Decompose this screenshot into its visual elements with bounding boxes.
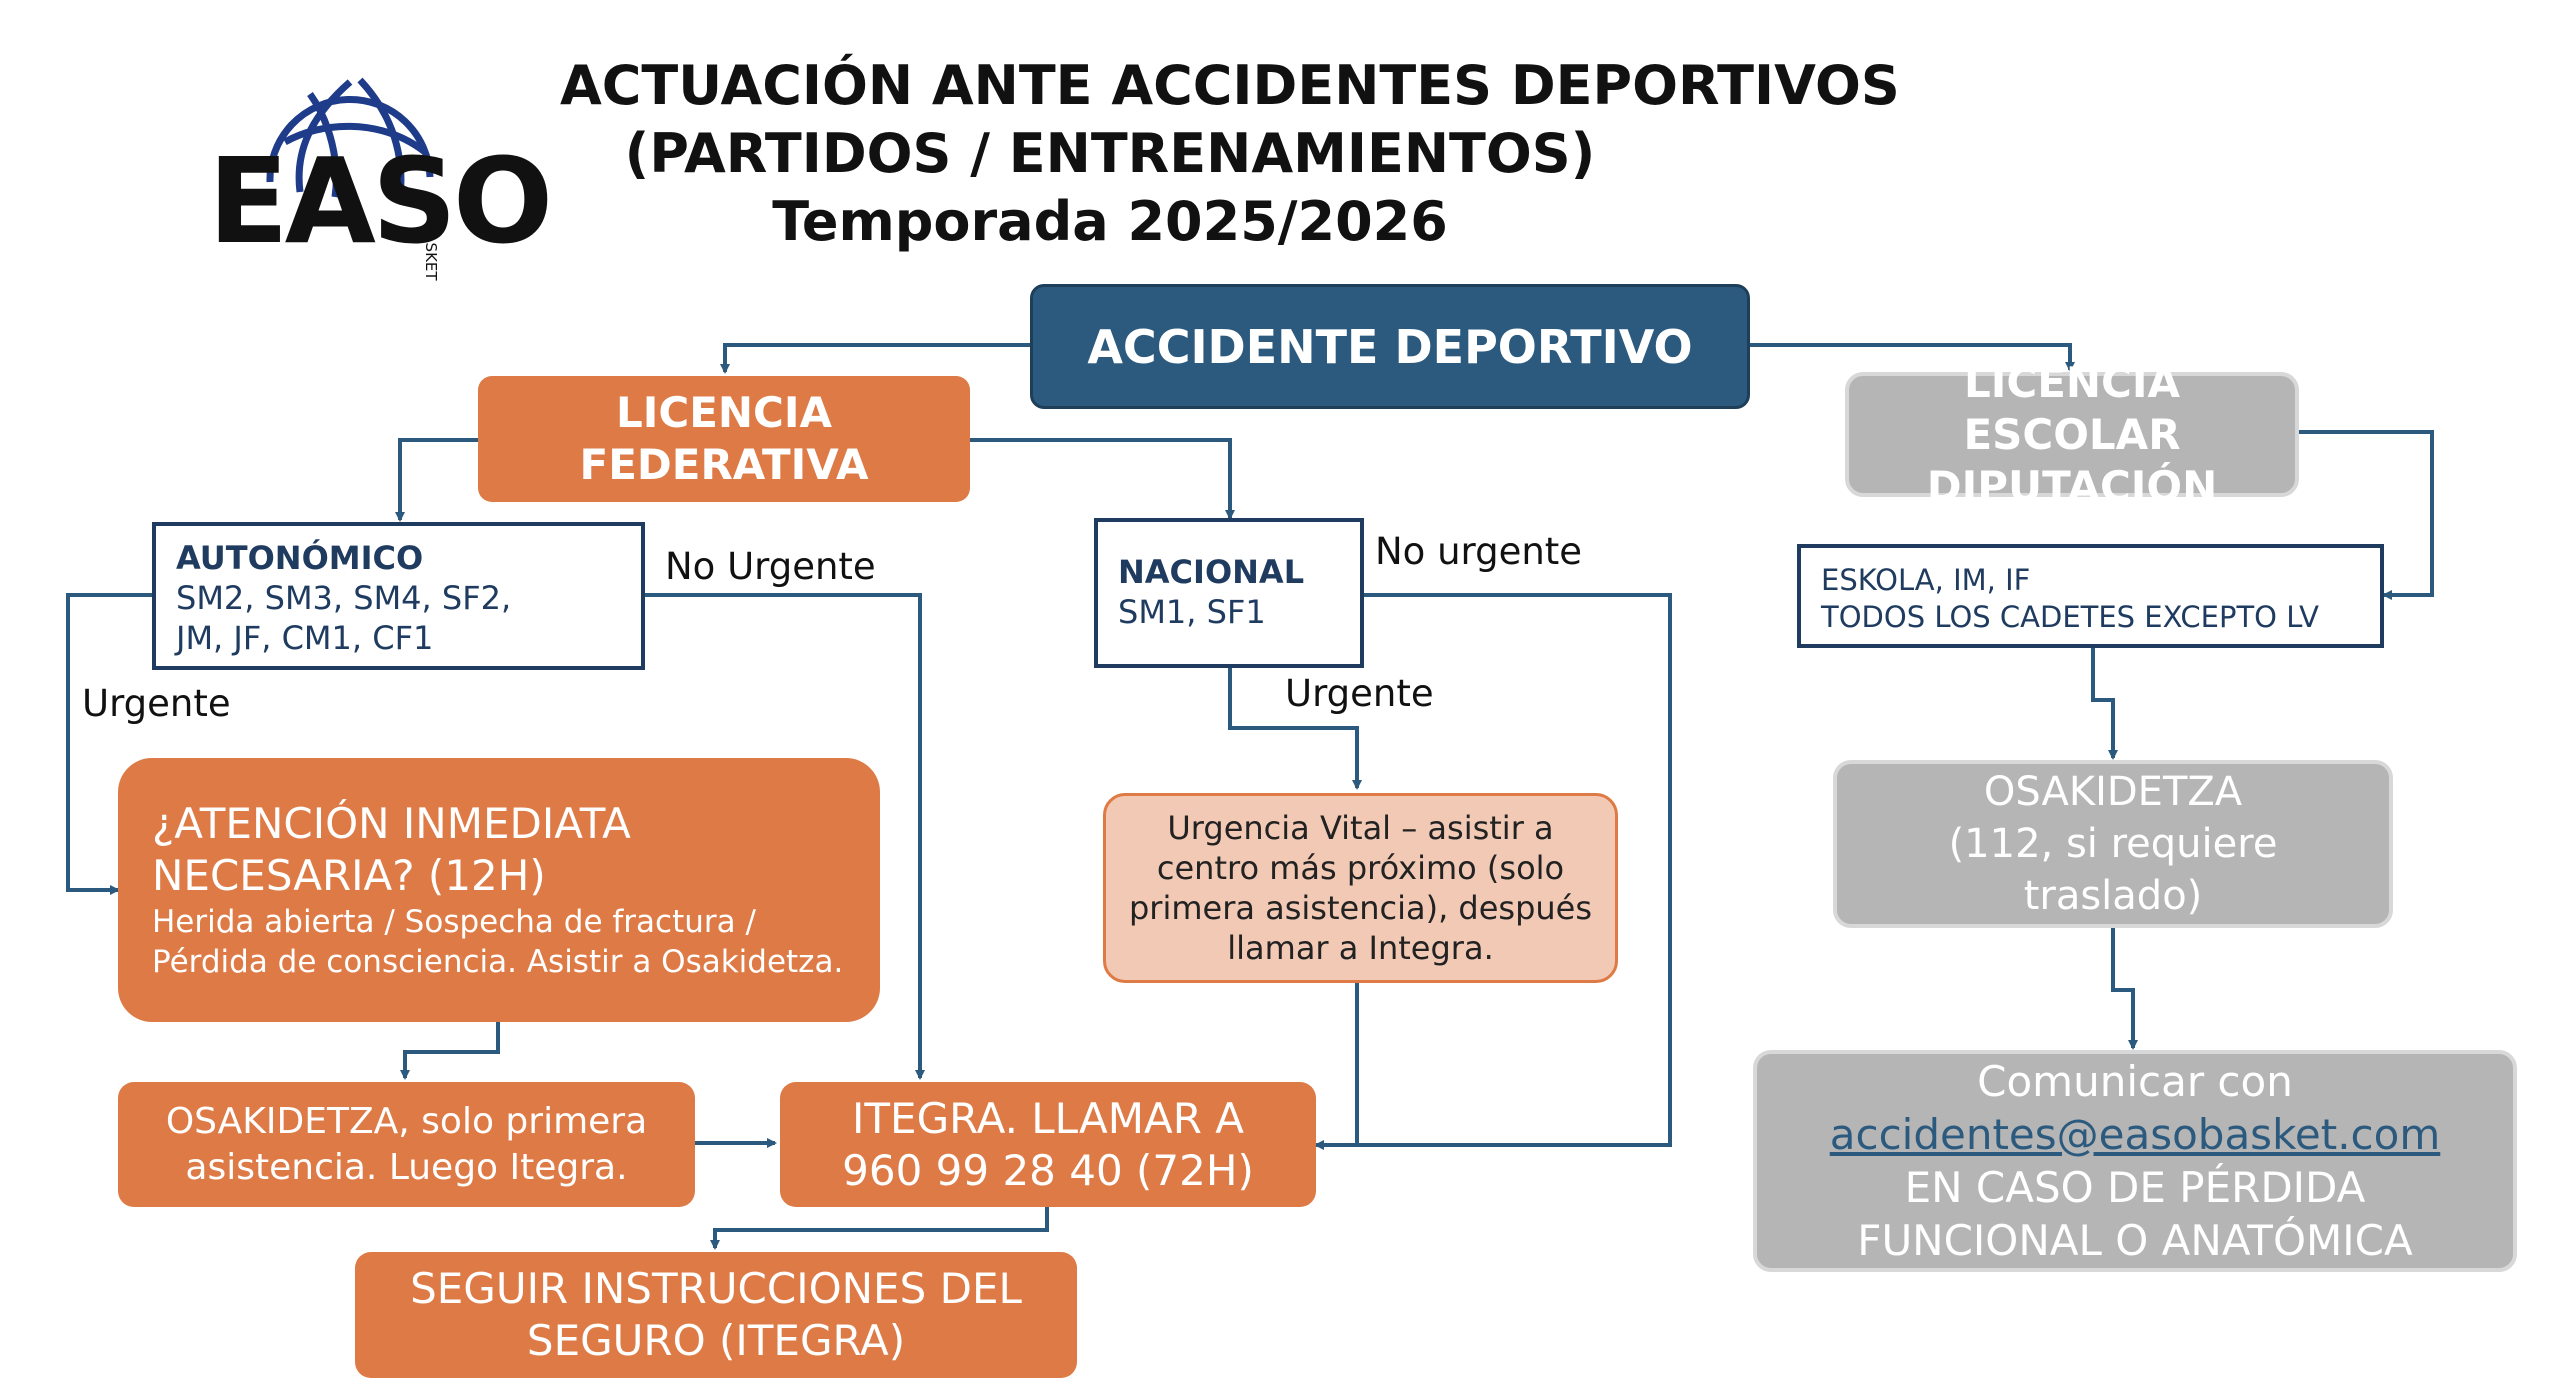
itegra-line2: 960 99 28 40 (72H) bbox=[842, 1145, 1254, 1195]
osakidetza-escolar-line1: OSAKIDETZA bbox=[1983, 769, 2243, 815]
arrow-escolar-eskola bbox=[2298, 430, 2434, 600]
autonomico-line1: SM2, SM3, SM4, SF2, bbox=[176, 579, 512, 617]
arrow-accidente-escolar bbox=[1750, 343, 2075, 372]
licencia-escolar-node: LICENCIA ESCOLAR DIPUTACIÓN bbox=[1845, 358, 2299, 511]
itegra-line1: ITEGRA. LLAMAR A bbox=[851, 1093, 1245, 1143]
basketball-icon bbox=[266, 77, 434, 198]
licencia-federativa-node: LICENCIA FEDERATIVA bbox=[478, 376, 970, 502]
comunicar-line3: EN CASO DE PÉRDIDA bbox=[1904, 1163, 2366, 1212]
autonomico-node: AUTONÓMICO SM2, SM3, SM4, SF2, JM, JF, C… bbox=[152, 522, 645, 670]
osakidetza-escolar-node: OSAKIDETZA (112, si requiere traslado) bbox=[1833, 760, 2393, 928]
osakidetza-escolar-line3: traslado) bbox=[2023, 873, 2203, 919]
arrow-urgencia-itegra bbox=[1316, 983, 1359, 1147]
osakidetza-federativa-node: OSAKIDETZA, solo primera asistencia. Lue… bbox=[118, 1082, 695, 1207]
comunicar-line4: FUNCIONAL O ANATÓMICA bbox=[1857, 1216, 2413, 1265]
eskola-line2: TODOS LOS CADETES EXCEPTO LV bbox=[1821, 600, 2320, 634]
eskola-line1: ESKOLA, IM, IF bbox=[1821, 563, 2031, 597]
no-urgente-label-nacional: No urgente bbox=[1375, 530, 1583, 573]
arrow-autonomico-itegra bbox=[645, 593, 925, 1080]
atencion-line1: ¿ATENCIÓN INMEDIATA bbox=[152, 799, 631, 848]
arrow-federativa-nacional bbox=[970, 438, 1235, 520]
comunicar-email-link[interactable]: accidentes@easobasket.com bbox=[1829, 1110, 2441, 1159]
arrow-atencion-osakidetza bbox=[400, 1022, 500, 1080]
arrow-federativa-autonomico bbox=[395, 438, 478, 522]
urgencia-line3: primera asistencia), después bbox=[1128, 889, 1593, 927]
osakidetza-federativa-line2: asistencia. Luego Itegra. bbox=[185, 1146, 628, 1188]
urgencia-line1: Urgencia Vital – asistir a bbox=[1167, 809, 1554, 847]
arrow-eskola-osakidetza bbox=[2091, 648, 2118, 760]
licencia-escolar-line1: LICENCIA ESCOLAR bbox=[1963, 357, 2181, 459]
licencia-federativa-line2: FEDERATIVA bbox=[579, 440, 869, 489]
urgencia-line4: llamar a Integra. bbox=[1227, 929, 1494, 967]
itegra-node: ITEGRA. LLAMAR A 960 99 28 40 (72H) bbox=[780, 1082, 1316, 1207]
arrow-nacional-urgencia bbox=[1228, 668, 1362, 790]
urgente-label-nacional: Urgente bbox=[1285, 672, 1434, 715]
licencia-escolar-line2: DIPUTACIÓN bbox=[1926, 461, 2218, 511]
title-line-2: (PARTIDOS / ENTRENAMIENTOS) bbox=[624, 122, 1596, 185]
logo-text: EASO bbox=[208, 132, 553, 270]
nacional-node: NACIONAL SM1, SF1 bbox=[1094, 518, 1364, 668]
no-urgente-label-autonomico: No Urgente bbox=[665, 545, 876, 588]
arrow-osakidetza-comunicar bbox=[2111, 928, 2138, 1050]
seguir-line2: SEGURO (ITEGRA) bbox=[526, 1316, 906, 1365]
autonomico-line2: JM, JF, CM1, CF1 bbox=[176, 619, 434, 657]
atencion-line2: NECESARIA? (12H) bbox=[152, 851, 546, 900]
licencia-federativa-line1: LICENCIA bbox=[615, 388, 832, 437]
urgencia-vital-node: Urgencia Vital – asistir a centro más pr… bbox=[1103, 793, 1618, 983]
accidente-deportivo-label: ACCIDENTE DEPORTIVO bbox=[1087, 319, 1693, 374]
osakidetza-escolar-line2: (112, si requiere bbox=[1948, 821, 2278, 867]
arrow-nacional-itegra bbox=[1314, 593, 1672, 1150]
accidente-deportivo-node: ACCIDENTE DEPORTIVO bbox=[1030, 284, 1750, 409]
comunicar-line1: Comunicar con bbox=[1977, 1057, 2293, 1106]
urgente-label-autonomico: Urgente bbox=[82, 682, 231, 725]
eskola-node: ESKOLA, IM, IF TODOS LOS CADETES EXCEPTO… bbox=[1797, 544, 2384, 648]
comunicar-node: Comunicar con accidentes@easobasket.com … bbox=[1753, 1050, 2517, 1272]
arrow-accidente-federativa bbox=[720, 343, 1030, 374]
atencion-inmediata-node: ¿ATENCIÓN INMEDIATA NECESARIA? (12H) Her… bbox=[118, 758, 880, 1022]
nacional-line1: SM1, SF1 bbox=[1118, 593, 1266, 631]
seguir-instrucciones-node: SEGUIR INSTRUCCIONES DEL SEGURO (ITEGRA) bbox=[355, 1252, 1077, 1378]
title-line-3: Temporada 2025/2026 bbox=[772, 190, 1448, 253]
easo-logo: EASO BASKET bbox=[200, 72, 553, 281]
arrow-autonomico-atencion bbox=[66, 593, 152, 895]
osakidetza-federativa-line1: OSAKIDETZA, solo primera bbox=[165, 1100, 648, 1142]
seguir-line1: SEGUIR INSTRUCCIONES DEL bbox=[410, 1264, 1022, 1313]
urgencia-line2: centro más próximo (solo bbox=[1156, 849, 1565, 887]
arrow-itegra-seguir bbox=[710, 1207, 1049, 1250]
atencion-line3: Herida abierta / Sospecha de fractura / bbox=[152, 904, 756, 940]
nacional-title: NACIONAL bbox=[1118, 553, 1305, 591]
atencion-line4: Pérdida de consciencia. Asistir a Osakid… bbox=[152, 944, 844, 980]
autonomico-title: AUTONÓMICO bbox=[176, 539, 424, 577]
